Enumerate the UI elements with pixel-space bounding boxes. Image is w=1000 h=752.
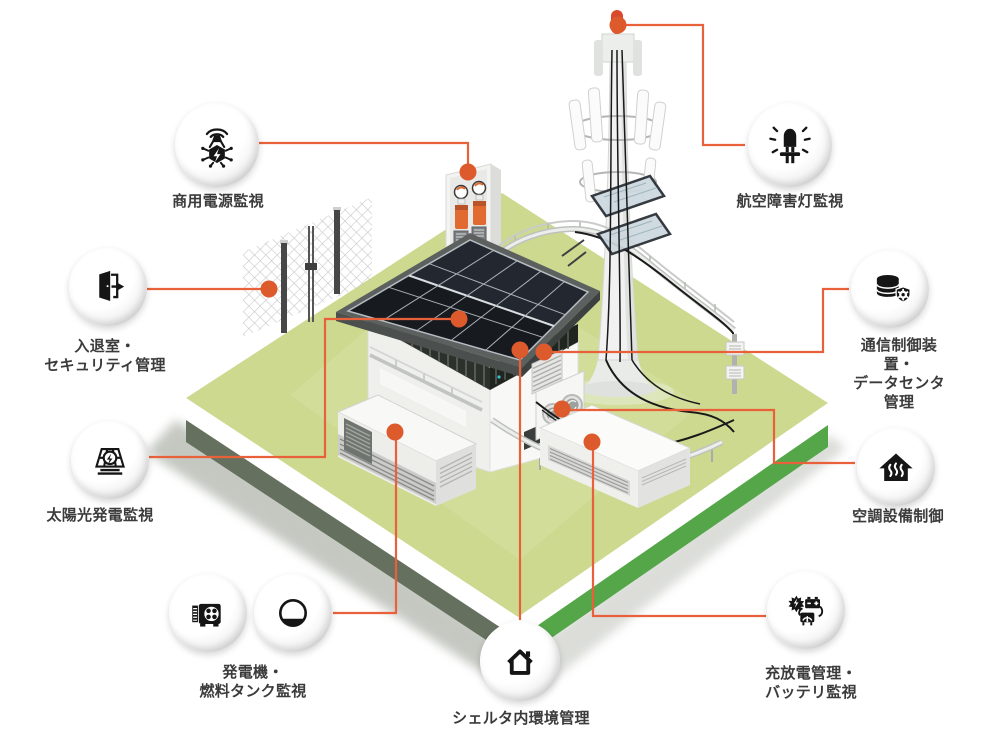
door-exit-icon bbox=[87, 266, 129, 308]
fuel-tank-icon bbox=[272, 592, 314, 634]
hvac-badge bbox=[857, 428, 935, 506]
comm-datacenter-badge bbox=[851, 250, 929, 328]
connector-comm-datacenter bbox=[551, 287, 849, 354]
anchor-dots bbox=[260, 16, 627, 451]
communication-tower bbox=[494, 10, 745, 433]
security-fence bbox=[243, 197, 372, 337]
aviation-light-label: 航空障害灯監視 bbox=[736, 193, 844, 210]
tower-cables bbox=[605, 49, 735, 433]
entry-security-badge bbox=[69, 248, 147, 326]
database-shield-icon bbox=[869, 268, 911, 310]
anchor-tower-beacon bbox=[609, 16, 627, 34]
generator-unit bbox=[336, 394, 478, 506]
rectifier-cabinet bbox=[538, 404, 692, 508]
anchor-solar-roof bbox=[450, 310, 468, 328]
generator-badge bbox=[169, 574, 247, 652]
connector-commercial-power bbox=[259, 141, 470, 164]
anchor-power-cabinet bbox=[459, 163, 477, 181]
charge-battery-label: 充放電管理・ バッテリ監視 bbox=[765, 665, 857, 701]
connector-generator-fuel bbox=[333, 439, 398, 615]
charge-battery-badge bbox=[767, 571, 845, 649]
anchor-racks bbox=[535, 343, 553, 361]
solar-power-label: 太陽光発電監視 bbox=[46, 507, 154, 524]
power-grid-icon bbox=[194, 122, 240, 168]
wall-vent bbox=[531, 349, 563, 395]
anchor-security-fence bbox=[260, 280, 278, 298]
wall-railing bbox=[369, 346, 483, 412]
equipment-shelter bbox=[336, 233, 600, 473]
solar-power-badge bbox=[71, 421, 149, 499]
shelter-house-icon bbox=[498, 639, 542, 683]
commercial-power-label: 商用電源監視 bbox=[172, 193, 264, 210]
generator-fuel-label: 発電機・ 燃料タンク監視 bbox=[199, 664, 307, 700]
commercial-power-badge bbox=[175, 103, 259, 187]
connector-charge-battery bbox=[591, 450, 766, 618]
comm-datacenter-label: 通信制御装置・ データセンタ管理 bbox=[853, 337, 945, 411]
solar-panel-icon bbox=[89, 439, 131, 481]
shelter-environment-label: シェルタ内環境管理 bbox=[452, 710, 590, 727]
connector-aviation-light bbox=[625, 23, 745, 147]
connector-solar-power bbox=[149, 317, 451, 459]
anchor-shelter-roof bbox=[511, 341, 529, 359]
connectors bbox=[147, 23, 855, 620]
generator-icon bbox=[187, 592, 229, 634]
obstruction-led-icon bbox=[767, 122, 813, 168]
anchor-rectifier bbox=[583, 433, 601, 451]
platform-shadow bbox=[146, 420, 846, 686]
anchor-generator bbox=[386, 423, 404, 441]
entry-security-label: 入退室・ セキュリティ管理 bbox=[44, 338, 166, 374]
battery-charge-icon bbox=[785, 589, 827, 631]
aviation-light-badge bbox=[748, 103, 832, 187]
hvac-house-icon bbox=[875, 446, 917, 488]
fuel-tank-badge bbox=[254, 574, 332, 652]
anchor-ac-unit bbox=[553, 400, 571, 418]
hvac-label: 空調設備制御 bbox=[852, 508, 944, 525]
shelter-environment-badge bbox=[480, 621, 560, 701]
connector-hvac bbox=[569, 408, 855, 465]
